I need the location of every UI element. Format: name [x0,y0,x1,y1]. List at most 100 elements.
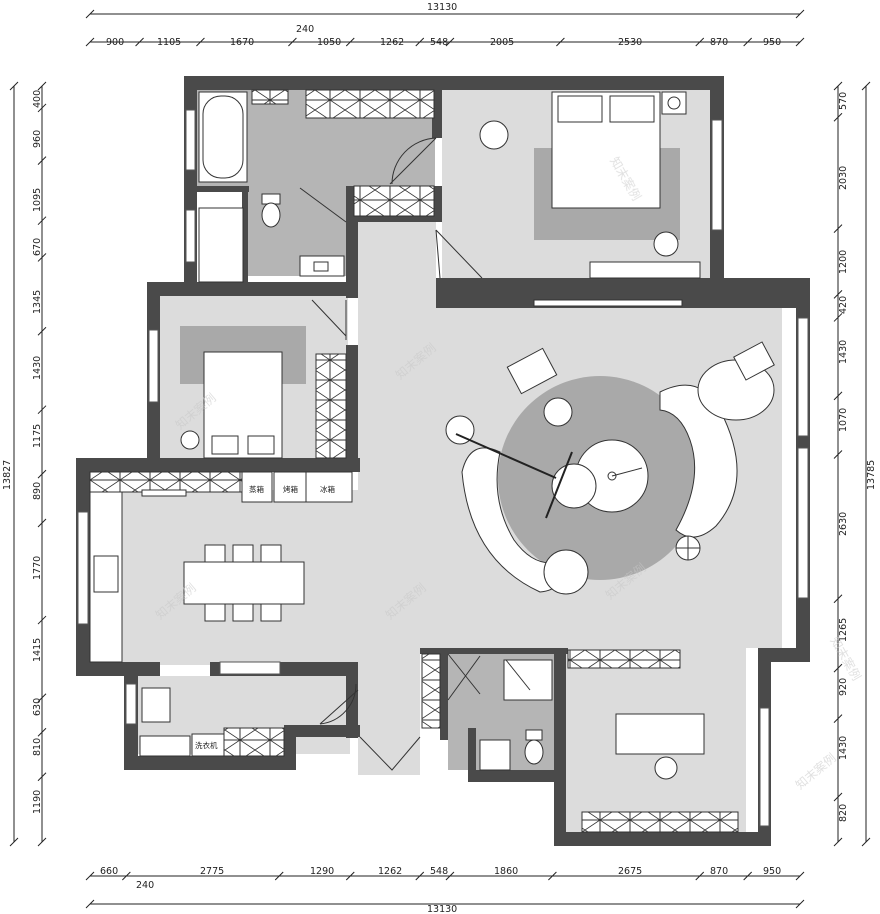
dimension-tick [445,871,455,881]
master-bedroom [479,91,701,307]
dimension-tick [37,405,47,415]
svg-text:1430: 1430 [32,356,43,380]
bottom-dimensions: 660 2775 1290 1262 548 1860 2675 870 950 [100,866,781,877]
svg-text:1290: 1290 [310,866,334,877]
dimension-tick [445,37,455,47]
wardrobe-entry [353,185,435,217]
fridge-cabinet [305,471,353,503]
kitchen-upper-cabinet [89,471,243,493]
svg-text:2005: 2005 [490,37,514,48]
svg-text:1345: 1345 [32,290,43,314]
dimension-tick [85,9,95,19]
dimension-tick [833,112,843,122]
top-dimensions: 900 1105 1670 1050 1262 548 2005 2530 87… [106,37,781,48]
svg-text:2030: 2030 [838,166,849,190]
dimension-tick [833,594,843,604]
svg-text:890: 890 [32,482,43,500]
dining-table [183,561,305,605]
dimension-tick [833,792,843,802]
dimension-tick [37,772,47,782]
bedroom-2 [180,326,347,459]
wardrobe-top [305,89,435,119]
dimension-tick [795,871,805,881]
dimension-tick [37,518,47,528]
dimension-tick [795,899,805,909]
svg-text:820: 820 [838,804,849,822]
left-total-dimension: 13827 [2,460,13,490]
svg-text:920: 920 [838,678,849,696]
laundry: 洗衣机 [139,687,285,757]
dimension-tick [37,326,47,336]
dimension-tick [122,871,131,881]
svg-text:1670: 1670 [230,37,254,48]
dimension-tick [37,469,47,479]
dimension-tick [37,103,47,113]
kitchen-sink [93,555,119,593]
study-desk [615,713,705,755]
stool [479,120,509,150]
dimension-tick [833,290,843,299]
top-extra-dimension: 240 [296,24,314,35]
dimension-tick [37,253,47,262]
svg-text:1262: 1262 [380,37,404,48]
entry-floor [358,735,420,775]
dimension-tick [795,9,805,19]
dimension-tick [288,37,297,47]
svg-text:960: 960 [32,130,43,148]
steam-oven-cabinet [241,471,273,503]
nightstand [661,91,687,115]
svg-text:660: 660 [100,866,118,877]
armchair-left [506,347,558,395]
svg-text:1265: 1265 [838,618,849,642]
svg-text:1105: 1105 [157,37,181,48]
svg-text:670: 670 [32,238,43,256]
svg-text:548: 548 [430,866,448,877]
washing-machine-label: 洗衣机 [195,740,218,750]
study-chair [654,756,678,780]
dimension-tick [548,871,557,881]
side-stool-1 [445,415,475,445]
dimension-tick [37,693,47,703]
sofa-left [461,447,562,593]
arc-lamp [455,433,573,519]
dimension-ticks [9,9,871,909]
bathroom-2 [479,659,553,771]
bedroom-bench [589,261,701,279]
dimension-tick [37,156,47,165]
dimension-tick [85,899,95,909]
dimension-tick [833,313,843,322]
living-room [445,341,775,595]
dimension-tick [861,837,871,847]
dimension-tick [833,714,843,723]
svg-text:900: 900 [106,37,124,48]
svg-text:2675: 2675 [618,866,642,877]
svg-text:1430: 1430 [838,340,849,364]
dimension-tick [415,37,425,47]
laundry-cabinet [223,727,285,757]
dimension-tick [833,81,843,91]
svg-text:950: 950 [763,866,781,877]
stove [141,489,187,497]
windows [77,109,809,827]
dimension-tick [833,837,843,847]
top-total-dimension: 13130 [427,2,457,13]
dimension-tick [37,837,47,847]
dimension-tick [743,871,753,881]
dimension-lines [13,13,867,905]
svg-text:1430: 1430 [838,736,849,760]
dimension-tick [861,81,871,91]
dining-chairs [204,544,282,622]
side-stool-2 [543,397,573,427]
bottom-extra-dimension: 240 [136,880,154,891]
doors [299,137,531,771]
svg-text:400: 400 [32,90,43,108]
dimension-tick [833,391,843,401]
svg-text:950: 950 [763,37,781,48]
dimension-tick [833,224,843,233]
dimension-tick [695,37,705,47]
svg-text:1200: 1200 [838,250,849,274]
svg-text:1262: 1262 [378,866,402,877]
entry-cabinet [421,653,441,729]
fridge-label: 冰箱 [320,484,335,494]
